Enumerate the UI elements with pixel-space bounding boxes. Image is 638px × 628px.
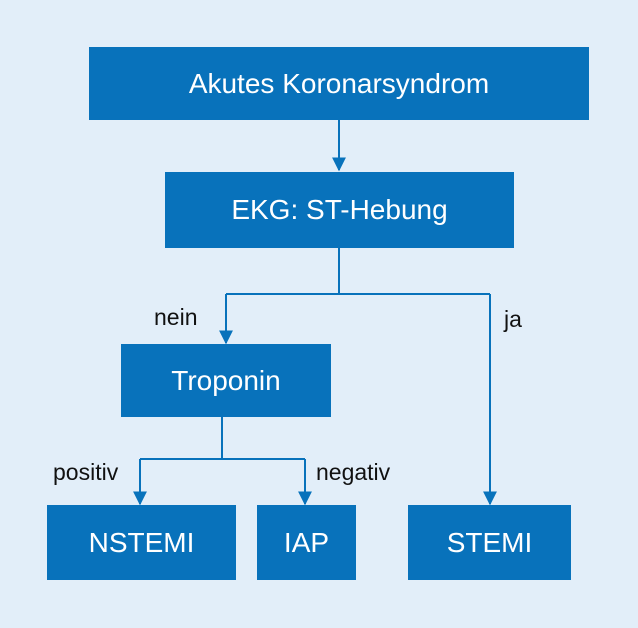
node-ekg-st-elevation: EKG: ST-Hebung [165,172,514,248]
edge-label-ja: ja [504,306,522,332]
edge-label-positiv: positiv [53,459,119,485]
node-iap: IAP [257,505,356,580]
node-troponin: Troponin [121,344,331,417]
node-nstemi: NSTEMI [47,505,236,580]
edge-label-negativ: negativ [316,459,391,485]
edge-label-nein: nein [154,304,198,330]
node-acute-coronary-syndrome: Akutes Koronarsyndrom [89,47,589,120]
node-stemi: STEMI [408,505,571,580]
